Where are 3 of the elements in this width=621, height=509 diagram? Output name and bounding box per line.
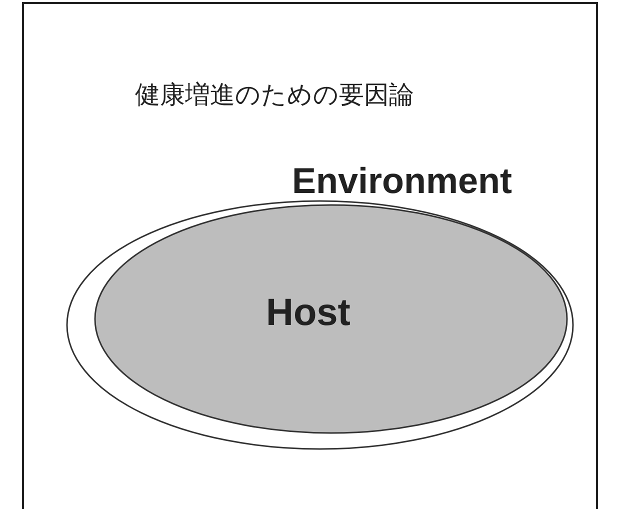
host-label: Host (266, 292, 350, 335)
diagram-title: 健康増進のための要因論 (135, 79, 414, 111)
environment-label: Environment (292, 160, 512, 202)
